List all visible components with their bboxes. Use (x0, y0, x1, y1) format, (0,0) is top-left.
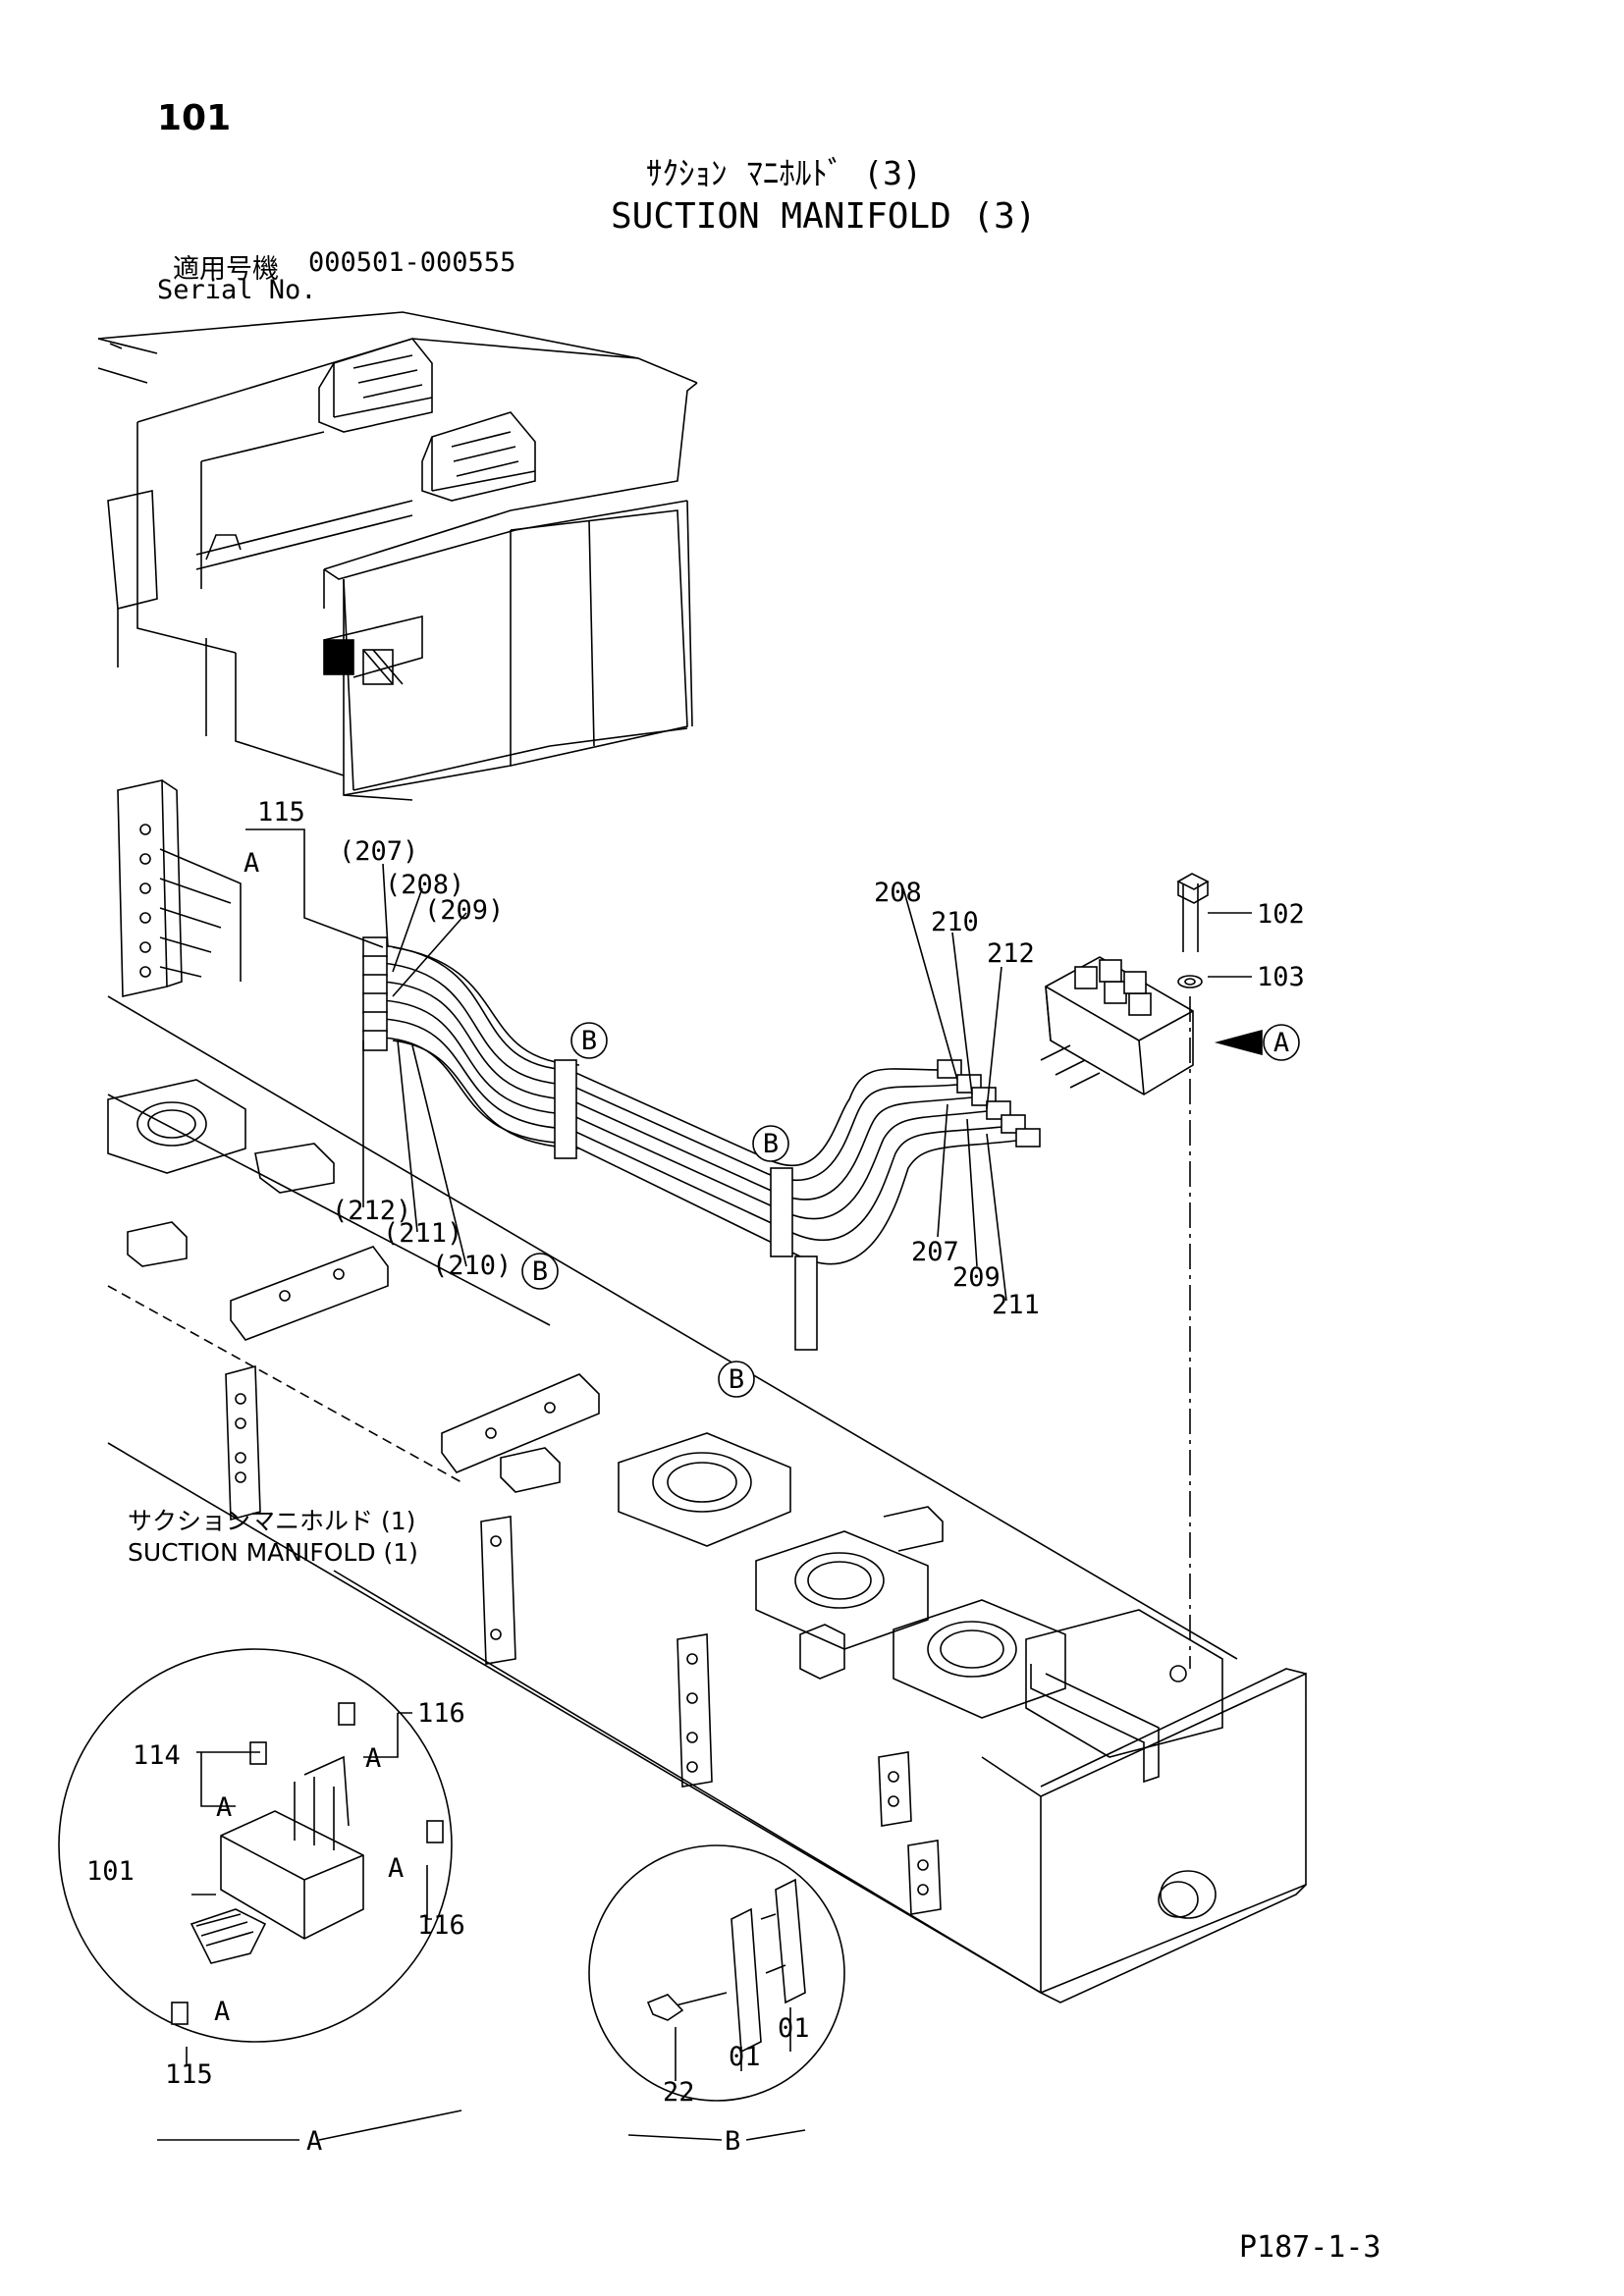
callout-211: 211 (992, 1290, 1040, 1320)
serial-range: 000501-000555 (308, 247, 516, 278)
manifold1-label-jp: サクションマニホルド (1) (128, 1507, 415, 1535)
title-japanese: ｻｸｼｮﾝ ﾏﾆﾎﾙﾄﾞ (3) (646, 154, 922, 192)
callout-208-ref: (208) (385, 870, 464, 900)
main-frame (107, 995, 1307, 2003)
section-b-marker-4: B (729, 1364, 744, 1395)
section-a-marker-top: A (244, 848, 259, 879)
callout-101: 101 (86, 1856, 135, 1887)
detail-circle-a (58, 1648, 453, 2066)
callout-208: 208 (874, 878, 922, 908)
callout-115: 115 (165, 2059, 213, 2090)
detail-a-baseline (157, 2109, 462, 2141)
detail-a-caption: A (306, 2126, 322, 2157)
detail-a-marker-3: A (388, 1853, 404, 1884)
detail-circle-b (588, 1844, 845, 2102)
callout-212: 212 (987, 938, 1035, 969)
section-b-marker-3: B (532, 1256, 548, 1287)
callout-115-top: 115 (257, 797, 305, 828)
section-b-marker-1: B (581, 1026, 597, 1056)
hose-bundle (245, 828, 1252, 1351)
reference-code: P187-1-3 (1239, 2230, 1381, 2265)
serial-label-japanese: 適用号機 (173, 254, 279, 285)
hose-clamp-2 (770, 1167, 793, 1257)
callout-210-ref: (210) (432, 1251, 512, 1281)
detail-b-caption: B (725, 2126, 740, 2157)
section-markers (521, 1022, 1300, 1398)
detail-a-marker-1: A (365, 1743, 381, 1774)
suction-manifold-block (1045, 873, 1210, 1669)
callout-209-ref: (209) (424, 895, 504, 926)
callout-01-left: 01 (729, 2042, 761, 2072)
callout-212-ref: (212) (332, 1196, 411, 1226)
detail-a-marker-2: A (216, 1792, 232, 1823)
detail-b-baseline (627, 2129, 806, 2141)
section-b-marker-2: B (763, 1129, 779, 1159)
manifold-fittings (1074, 959, 1152, 1016)
callout-207: 207 (911, 1237, 959, 1267)
title-english: SUCTION MANIFOLD (3) (611, 196, 1037, 237)
serial-label-english: Serial No. (157, 275, 317, 305)
callout-211-ref: (211) (383, 1218, 462, 1249)
hose-clamp-3 (794, 1255, 818, 1351)
hose-end-fittings-left (362, 936, 388, 1051)
callout-209: 209 (952, 1262, 1001, 1293)
frame-bracket-left (117, 779, 242, 997)
callout-114: 114 (133, 1740, 181, 1771)
manifold1-label-en: SUCTION MANIFOLD (1) (128, 1538, 418, 1567)
callout-102: 102 (1257, 899, 1305, 930)
section-a-marker-right: A (1273, 1028, 1289, 1058)
callout-116-top: 116 (417, 1698, 465, 1729)
callout-116-bottom: 116 (417, 1910, 465, 1941)
callout-210: 210 (931, 907, 979, 937)
callout-103: 103 (1257, 962, 1305, 992)
callout-207-ref: (207) (339, 836, 418, 867)
hose-clamp-1 (554, 1059, 577, 1159)
hose-end-fittings-right (937, 1059, 1041, 1148)
callout-22: 22 (663, 2077, 695, 2108)
callout-01-right: 01 (778, 2013, 810, 2044)
machine-upper-body (97, 311, 698, 801)
detail-a-marker-4: A (214, 1997, 230, 2027)
page-number: 101 (157, 98, 232, 138)
